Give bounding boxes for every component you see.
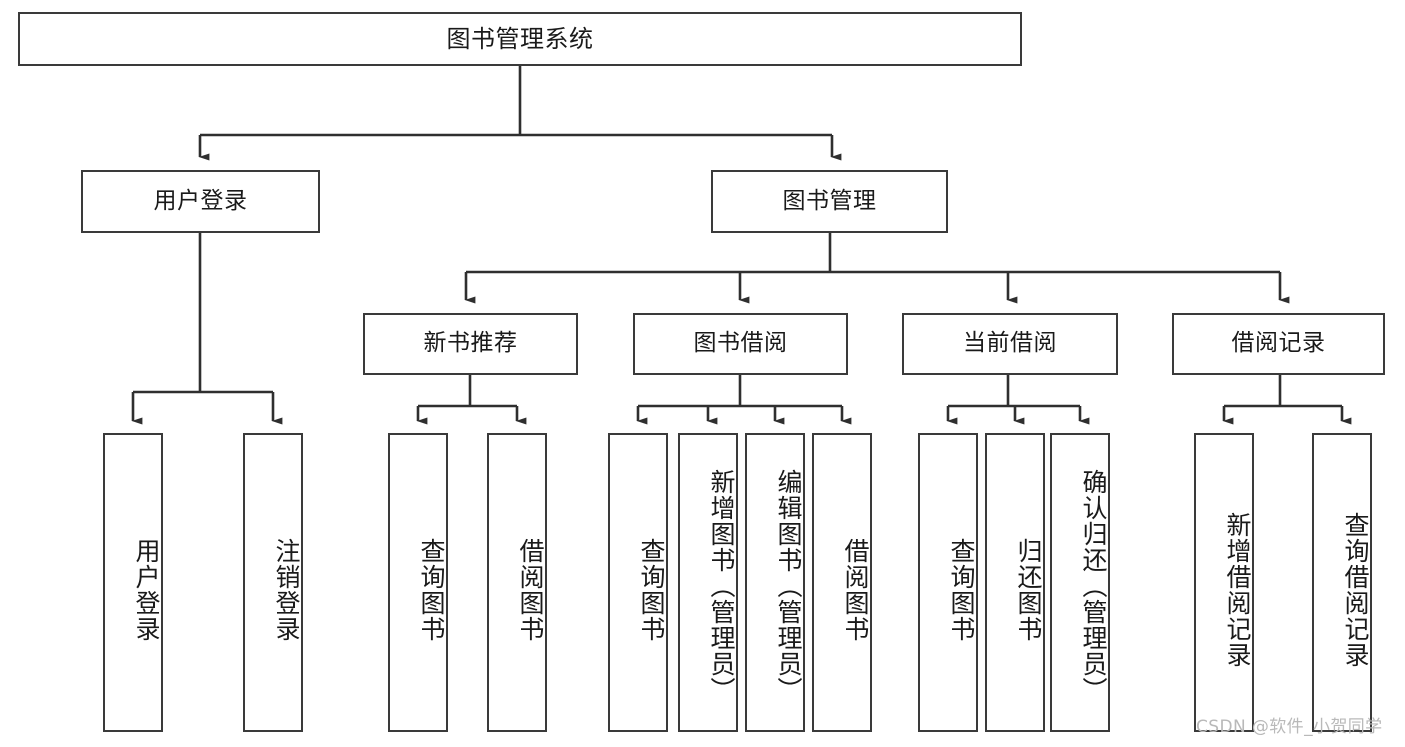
node-user-login[interactable]: 用户登录 [81,170,320,233]
leaf-query-borrow-record[interactable]: 查询借阅记录 [1312,433,1372,732]
node-book-management[interactable]: 图书管理 [711,170,948,233]
leaf-query-book-recommend[interactable]: 查询图书 [388,433,448,732]
node-current-borrow[interactable]: 当前借阅 [902,313,1118,375]
leaf-borrow-book-recommend[interactable]: 借阅图书 [487,433,547,732]
leaf-borrow-book[interactable]: 借阅图书 [812,433,872,732]
leaf-query-book-current[interactable]: 查询图书 [918,433,978,732]
leaf-confirm-return-admin[interactable]: 确认归还（管理员） [1050,433,1110,732]
leaf-query-book-borrow[interactable]: 查询图书 [608,433,668,732]
leaf-add-book-admin[interactable]: 新增图书（管理员） [678,433,738,732]
leaf-logout-login[interactable]: 注销登录 [243,433,303,732]
csdn-watermark: CSDN @软件_小贺同学 [1196,717,1383,737]
leaf-user-login[interactable]: 用户登录 [103,433,163,732]
node-book-borrow[interactable]: 图书借阅 [633,313,848,375]
leaf-return-book[interactable]: 归还图书 [985,433,1045,732]
node-borrow-record[interactable]: 借阅记录 [1172,313,1385,375]
node-new-book-recommend[interactable]: 新书推荐 [363,313,578,375]
leaf-add-borrow-record[interactable]: 新增借阅记录 [1194,433,1254,732]
leaf-edit-book-admin[interactable]: 编辑图书（管理员） [745,433,805,732]
node-root-system[interactable]: 图书管理系统 [18,12,1022,66]
